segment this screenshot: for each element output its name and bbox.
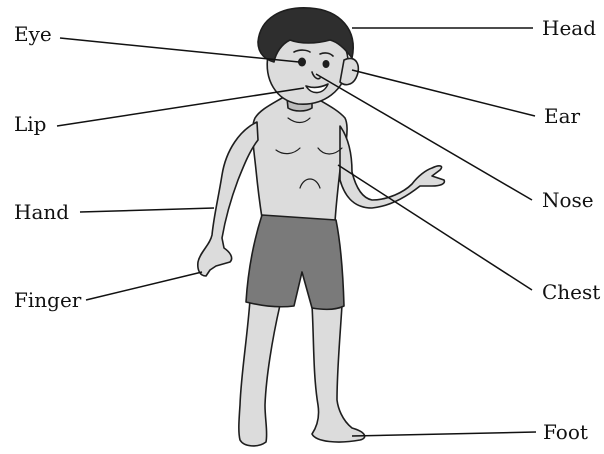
ear-label: Ear [544, 105, 580, 127]
eye-label: Eye [14, 23, 52, 45]
hand-label: Hand [14, 201, 69, 223]
right-leg [239, 300, 280, 446]
head-label: Head [542, 17, 596, 39]
ear-leader-line [352, 70, 535, 116]
boy-illustration [198, 8, 445, 446]
left-arm [198, 122, 258, 276]
eye [298, 58, 306, 67]
foot-leader-line [352, 432, 536, 436]
eye [323, 60, 330, 68]
right-arm [340, 126, 444, 208]
left-leg [312, 305, 365, 442]
lip-label: Lip [14, 113, 46, 135]
hand-leader-line [80, 208, 214, 212]
finger-label: Finger [14, 289, 81, 311]
shorts [246, 215, 344, 309]
chest-label: Chest [542, 281, 600, 303]
finger-leader-line [86, 272, 202, 300]
torso [253, 98, 347, 222]
foot-label: Foot [543, 421, 588, 443]
nose-label: Nose [542, 189, 594, 211]
